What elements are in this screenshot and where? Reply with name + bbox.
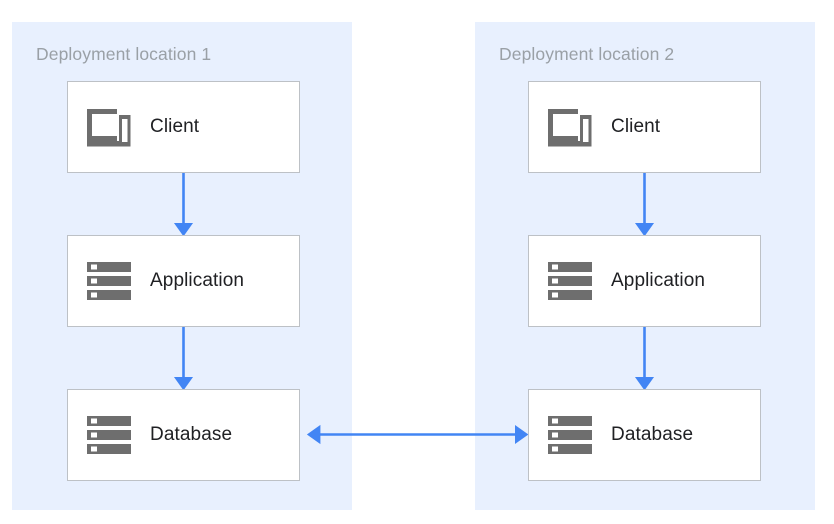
node-application-1-label: Application bbox=[150, 270, 245, 291]
devices-icon-glyph bbox=[548, 109, 592, 147]
node-database-1-label: Database bbox=[150, 424, 233, 445]
node-client-2[interactable]: Client bbox=[528, 81, 761, 173]
server-icon bbox=[68, 415, 150, 455]
server-icon-glyph bbox=[548, 262, 592, 300]
node-client-2-label: Client bbox=[611, 116, 661, 137]
node-client-1[interactable]: Client bbox=[67, 81, 300, 173]
devices-icon-glyph bbox=[87, 109, 131, 147]
deployment-zone-2-label: Deployment location 2 bbox=[499, 44, 675, 64]
server-icon-glyph bbox=[548, 416, 592, 454]
node-client-1-label: Client bbox=[150, 116, 200, 137]
node-application-2-label: Application bbox=[611, 270, 706, 291]
server-icon bbox=[529, 261, 611, 301]
server-icon-glyph bbox=[87, 262, 131, 300]
node-database-1[interactable]: Database bbox=[67, 389, 300, 481]
node-application-2[interactable]: Application bbox=[528, 235, 761, 327]
node-database-2[interactable]: Database bbox=[528, 389, 761, 481]
server-icon-glyph bbox=[87, 416, 131, 454]
server-icon bbox=[529, 415, 611, 455]
deployment-zone-1-label: Deployment location 1 bbox=[36, 44, 212, 64]
server-icon bbox=[68, 261, 150, 301]
devices-icon bbox=[68, 107, 150, 147]
node-application-1[interactable]: Application bbox=[67, 235, 300, 327]
devices-icon bbox=[529, 107, 611, 147]
node-database-2-label: Database bbox=[611, 424, 694, 445]
